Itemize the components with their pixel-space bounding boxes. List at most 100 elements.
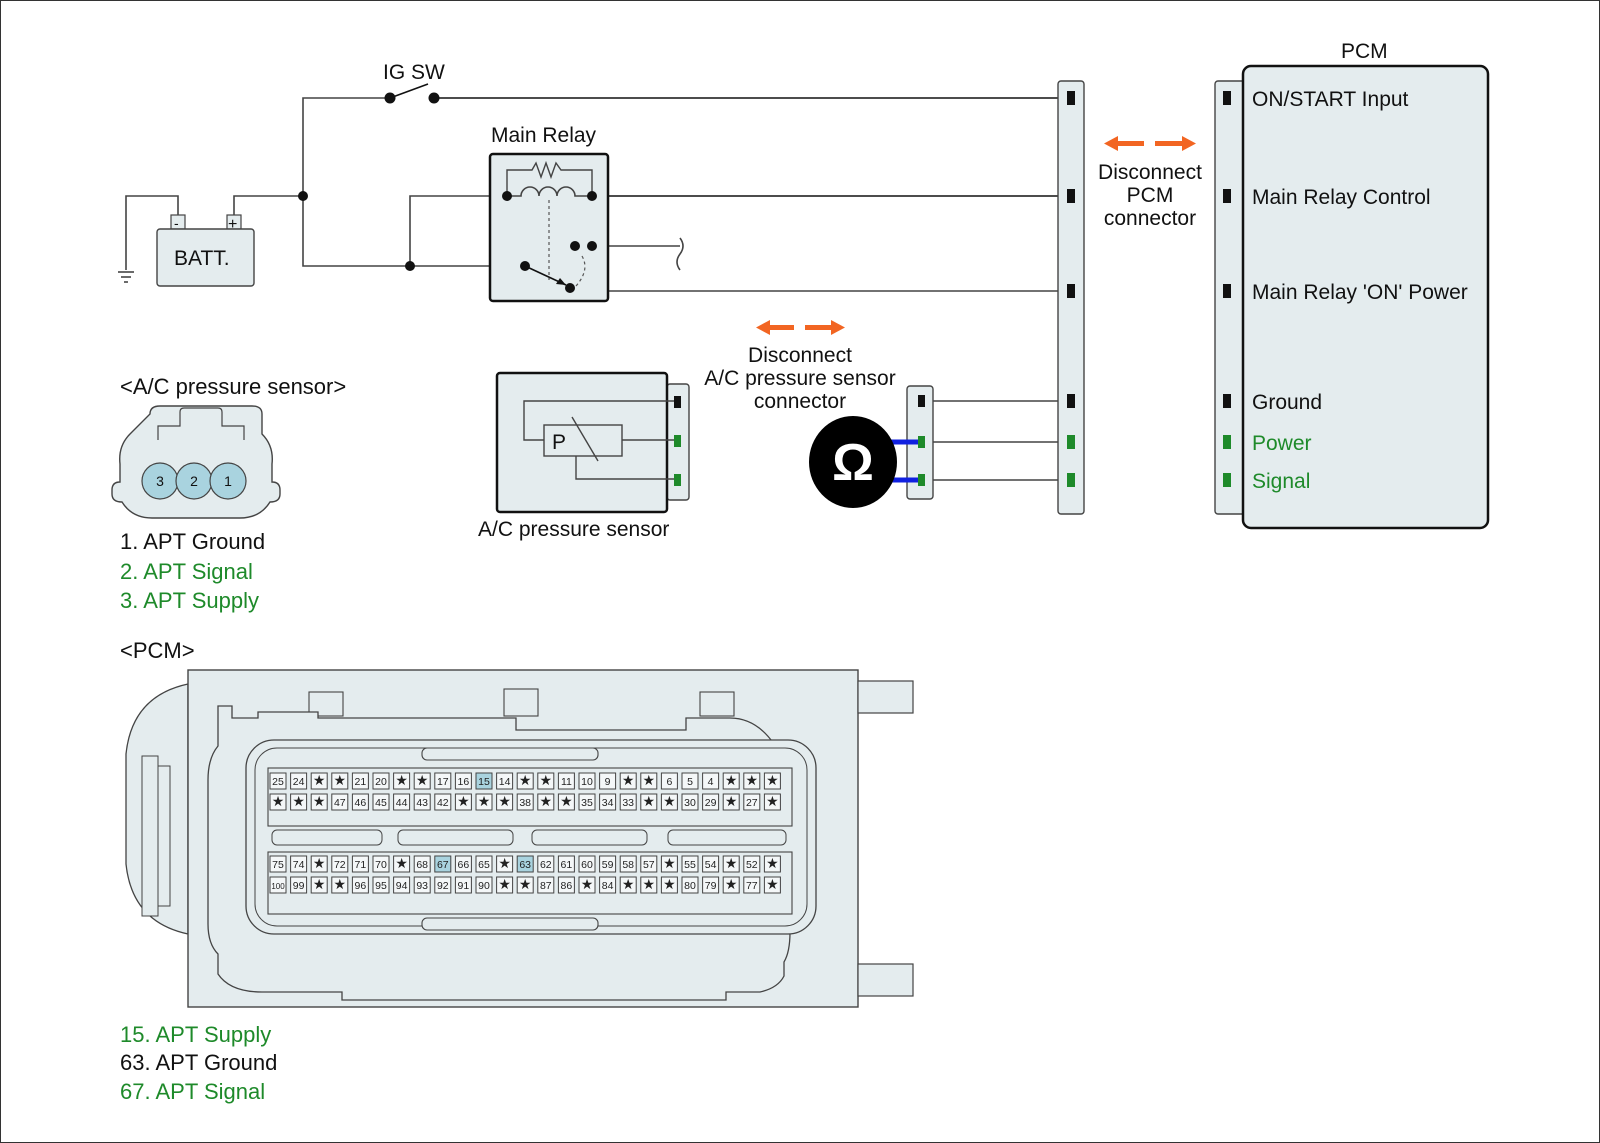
pcm-pin-unused	[537, 793, 555, 811]
pcm-pin-number: ★	[334, 876, 347, 892]
pcm-pin-unused	[413, 772, 431, 790]
pcm-pin-number: 62	[540, 859, 552, 871]
pcm-pin-number: 77	[746, 880, 758, 892]
pcm-pin-cell	[351, 793, 369, 811]
ac-pressure-sensor: P A/C pressure sensor	[478, 371, 690, 541]
sensor-disconnect-line-3: connector	[754, 390, 846, 413]
pcm-pin-cell	[702, 793, 720, 811]
pcm-pin-cell	[372, 793, 390, 811]
pcm-pin-number: 96	[355, 880, 367, 892]
battery-pos-sign: +	[228, 216, 237, 233]
pcm-pin-unused	[722, 855, 740, 873]
pcm-pin-number: 20	[375, 776, 387, 788]
sensor-pin-number: 2	[190, 473, 198, 489]
pcm-pin-unused	[310, 793, 328, 811]
pcm-pin-number: ★	[581, 876, 594, 892]
pcm-pin-cell	[496, 772, 514, 790]
pcm-pin-cell	[351, 876, 369, 894]
pcm-pin-number: 60	[581, 859, 593, 871]
sensor-disconnect-line-2: A/C pressure sensor	[704, 367, 895, 390]
pcm-disconnect-line-2: PCM	[1127, 184, 1174, 207]
sensor-pin-power	[674, 435, 681, 447]
pcm-disconnect-indicator: Disconnect PCM connector	[1098, 136, 1202, 230]
pcm-pin-cell	[599, 876, 617, 894]
pcm-pin-label: Main Relay 'ON' Power	[1252, 281, 1468, 304]
pcm-pin-number: 72	[334, 859, 346, 871]
pcm-pin-number: ★	[643, 876, 656, 892]
pcm-pin-cell	[743, 793, 761, 811]
pcm-pin-cell	[681, 855, 699, 873]
pcm-pin-number: 29	[705, 797, 717, 809]
pcm-pin-number: 92	[437, 880, 449, 892]
pcm-pin-cell	[599, 772, 617, 790]
relay-terminal	[502, 191, 512, 201]
pcm-pin-number: 27	[746, 797, 758, 809]
pcm-pin-number: 87	[540, 880, 552, 892]
pcm-pin-number: 95	[375, 880, 387, 892]
pcm-pin-number: 38	[519, 797, 531, 809]
pcm-pin-number: ★	[663, 855, 676, 871]
pcm-pin-number: 44	[396, 797, 408, 809]
pcm-pin-cell	[660, 772, 678, 790]
pcm-pin-number: ★	[725, 772, 738, 788]
sensor-connector-pin	[209, 462, 247, 500]
pcm-disconnect-line-1: Disconnect	[1098, 161, 1202, 184]
pcm-pin-cell	[599, 793, 617, 811]
ohmmeter-icon	[809, 416, 897, 508]
pcm-pin-number: ★	[725, 855, 738, 871]
pcm-pin	[1223, 394, 1231, 408]
pcm-pin-number: 93	[416, 880, 428, 892]
pcm-pin-number: ★	[395, 772, 408, 788]
pcm-pin-number: ★	[313, 876, 326, 892]
pcm-cover-rib	[141, 755, 159, 917]
pcm-pin-cell	[640, 855, 658, 873]
pcm-connector-ridge	[421, 747, 599, 761]
pcm-pin-unused	[454, 793, 472, 811]
sensor-pin-number: 1	[224, 473, 232, 489]
pcm-pin-number: ★	[395, 855, 408, 871]
harness-pin	[1067, 91, 1075, 105]
pcm-pin-number: 61	[561, 859, 573, 871]
pcm-pin-cell	[557, 855, 575, 873]
pcm-pin-number: 74	[293, 859, 305, 871]
relay-switch-travel	[575, 255, 586, 287]
pcm-pin-cell	[269, 876, 287, 894]
pcm-pin-unused	[310, 855, 328, 873]
junction-dot	[298, 191, 308, 201]
pcm-pin-number: ★	[457, 793, 470, 809]
sensor-connector-lock	[157, 407, 245, 440]
sensor-legend-item: 3. APT Supply	[120, 588, 259, 613]
pcm-pin-cell	[702, 855, 720, 873]
pcm-pin-number: ★	[643, 772, 656, 788]
pcm-pin-cell	[269, 855, 287, 873]
pcm-pin-number: ★	[766, 772, 779, 788]
pcm-pin-number: 6	[666, 776, 672, 788]
igsw-blade	[389, 83, 429, 99]
pcm-pin-cell	[413, 855, 431, 873]
pcm-pin-number: 25	[272, 776, 284, 788]
sensor-internal-wire	[575, 456, 678, 480]
pcm-pin	[1223, 189, 1231, 203]
pcm-pin-unused	[640, 793, 658, 811]
pcm-pin-number: 35	[581, 797, 593, 809]
pcm-pin-cell	[290, 855, 308, 873]
relay-switch-arrow	[556, 278, 566, 285]
pcm-pin-cell	[434, 793, 452, 811]
wire-ground	[125, 195, 179, 270]
pcm-pin-cell	[413, 876, 431, 894]
pcm-pin-number: ★	[663, 793, 676, 809]
pcm-pin-number: 54	[705, 859, 717, 871]
pcm-pin-unused	[763, 772, 781, 790]
pcm-pin-number: ★	[725, 876, 738, 892]
pcm-pin-number: 58	[622, 859, 634, 871]
harness-pin	[1067, 284, 1075, 298]
pcm-pin-unused	[516, 772, 534, 790]
wire-to-igsw	[302, 97, 390, 196]
pcm-pin-cell	[537, 876, 555, 894]
pcm-pin-number: 80	[684, 880, 696, 892]
pcm-pin-number: 94	[396, 880, 408, 892]
pcm-pin-cell	[557, 876, 575, 894]
junction-dot	[405, 261, 415, 271]
pcm-pin-number: 14	[499, 776, 511, 788]
